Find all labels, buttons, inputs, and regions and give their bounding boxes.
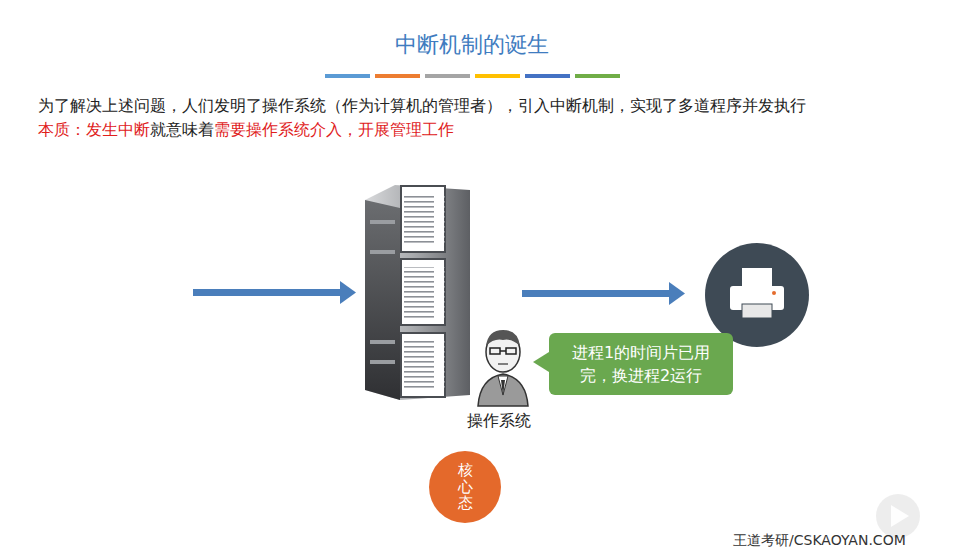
os-label: 操作系统 — [467, 411, 531, 432]
text-line: 本质：发生中断就意味着需要操作系统介入，开展管理工作 — [38, 120, 454, 141]
speech-bubble: 进程1的时间片已用完，换进程2运行 — [549, 333, 733, 395]
state-circle: 核心态 — [429, 451, 501, 523]
intro-text: 为了解决上述问题，人们发明了操作系统（作为计算机的管理者），引入中断机制，实现了… — [38, 97, 806, 115]
watermark: 王道考研/CSKAOYAN.COM — [733, 532, 906, 550]
key-text: 需要操作系统介入，开展管理工作 — [214, 121, 454, 139]
node-text: 进程1的时间片已用完，换进程2运行 — [559, 341, 723, 387]
slide-title: 中断机制的诞生 — [395, 30, 549, 60]
vertical-text: 核心态 — [458, 462, 473, 512]
text-line: 为了解决上述问题，人们发明了操作系统（作为计算机的管理者），引入中断机制，实现了… — [38, 96, 806, 117]
key-text: 本质：发生中断 — [38, 121, 150, 139]
body-text: 就意味着 — [150, 121, 214, 139]
